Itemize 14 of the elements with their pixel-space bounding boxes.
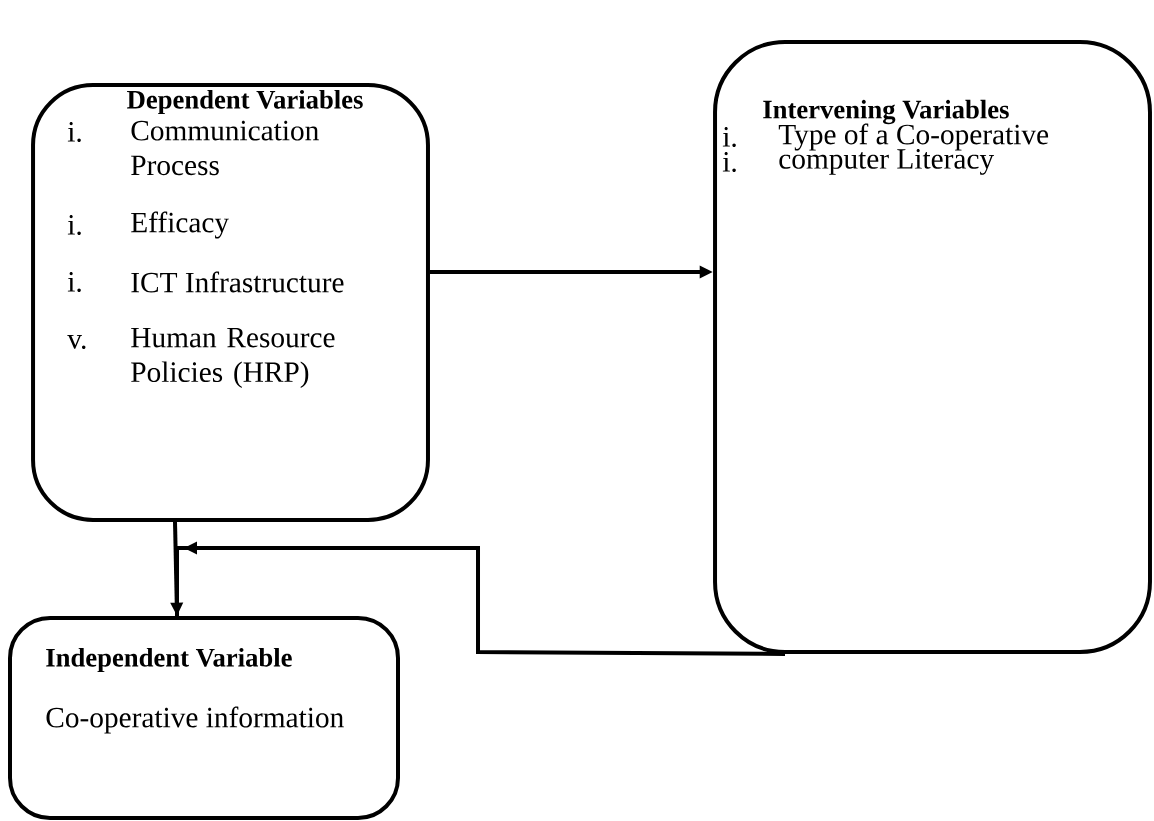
heading: Dependent Variables xyxy=(127,89,363,115)
list-item: Human Resource Policies (HRP) xyxy=(131,327,335,389)
body-text: Co-operative information xyxy=(46,706,344,734)
list-marker: i. xyxy=(67,122,81,142)
list-marker: i. xyxy=(67,215,81,235)
list-marker: i. xyxy=(67,272,81,292)
list-marker: i. xyxy=(722,152,736,172)
list-item: Efficacy xyxy=(131,211,229,239)
heading: Independent Variable xyxy=(46,647,292,673)
list-marker: v. xyxy=(67,335,86,349)
list-item: ICT Infrastructure xyxy=(131,271,344,293)
list-marker: i. xyxy=(722,127,736,147)
list-item: Communication Process xyxy=(131,120,319,176)
heading: Intervening Variables xyxy=(763,99,1009,125)
